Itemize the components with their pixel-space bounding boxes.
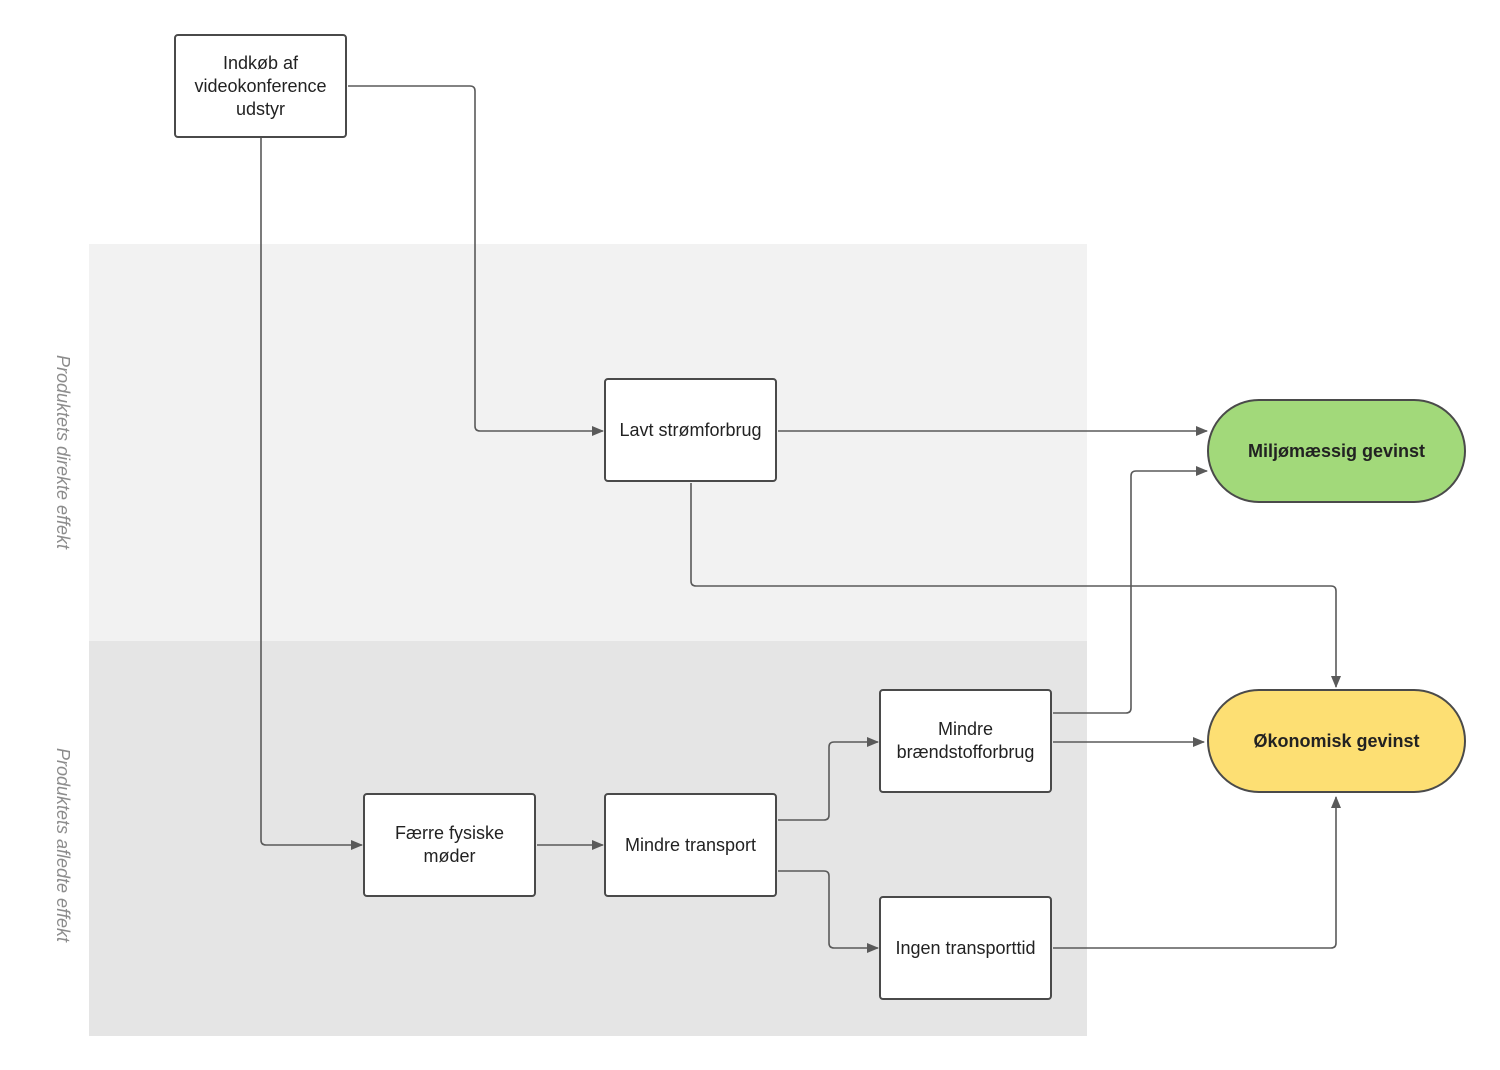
node-low-power-label: Lavt strømforbrug <box>619 419 762 440</box>
outcome-environmental[interactable]: Miljømæssig gevinst <box>1207 399 1466 503</box>
connector-less-transport-to-no-transport-time <box>778 870 879 953</box>
outcome-environmental-label: Miljømæssig gevinst <box>1247 440 1426 461</box>
node-less-fuel-label: Mindre brændstofforbrug <box>896 719 1035 762</box>
connector-less-fuel-to-environmental <box>1053 466 1208 714</box>
outcome-economic[interactable]: Økonomisk gevinst <box>1207 689 1466 793</box>
node-less-fuel[interactable]: Mindre brændstofforbrug <box>879 689 1052 793</box>
node-low-power[interactable]: Lavt strømforbrug <box>604 378 777 482</box>
node-less-transport-label: Mindre transport <box>624 834 757 855</box>
outcome-economic-label: Økonomisk gevinst <box>1253 730 1420 751</box>
node-purchase-label: Indkøb af videokonference udstyr <box>194 52 327 119</box>
node-less-transport[interactable]: Mindre transport <box>604 793 777 897</box>
node-fewer-meetings[interactable]: Færre fysiske møder <box>363 793 536 897</box>
direct-effect-band <box>89 244 1087 641</box>
node-fewer-meetings-label: Færre fysiske møder <box>394 823 504 866</box>
connector-low-power-to-economic <box>690 483 1341 688</box>
connector-purchase-to-low-power <box>348 85 604 436</box>
node-no-transport-time-label: Ingen transporttid <box>895 937 1036 958</box>
node-no-transport-time[interactable]: Ingen transporttid <box>879 896 1052 1000</box>
connector-no-transport-time-to-economic <box>1053 796 1341 949</box>
connector-less-transport-to-less-fuel <box>778 737 879 821</box>
connector-purchase-to-fewer-meetings <box>260 138 363 850</box>
node-purchase[interactable]: Indkøb af videokonference udstyr <box>174 34 347 138</box>
